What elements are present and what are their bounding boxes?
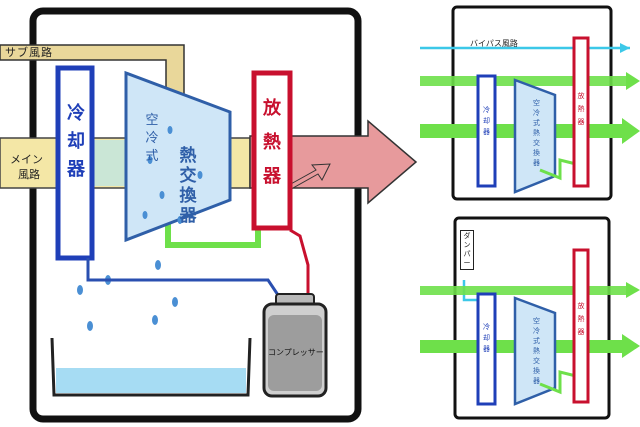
main-duct-label-1: メイン: [10, 153, 43, 166]
cooler-char-2: 却: [67, 131, 85, 152]
hx-char-3: 式: [145, 149, 159, 164]
bottom-cooler: [476, 292, 497, 406]
bottom-radiator-char-3: 器: [577, 328, 585, 336]
bottom-hx-char-3: 式: [533, 337, 540, 345]
top-radiator-char-3: 器: [577, 118, 585, 126]
top-hx-char-3: 式: [533, 119, 540, 127]
bottom-green-arrow-1: [420, 286, 630, 295]
bottom-radiator-char-1: 放: [577, 302, 585, 310]
hx-char-1: 空: [145, 113, 159, 128]
bottom-cooler-char-2: 却: [483, 334, 490, 342]
top-green-arrow-1: [420, 76, 630, 86]
top-hx-char-7: 器: [533, 159, 540, 167]
bottom-hx-label: 空 冷 式 熱 交 換 器: [530, 316, 543, 386]
radiator-char-1: 放: [263, 98, 281, 119]
sub-duct-label: サブ風路: [5, 46, 53, 59]
bottom-cooler-char-3: 器: [483, 345, 490, 353]
top-radiator: [572, 36, 590, 188]
bottom-hx-char-5: 交: [533, 357, 540, 365]
top-hx-char-6: 換: [533, 149, 540, 157]
compressor: [262, 293, 328, 398]
bottom-radiator: [572, 248, 590, 404]
top-hx-char-5: 交: [533, 139, 540, 147]
bottom-hx-char-4: 熱: [533, 347, 540, 355]
radiator-char-3: 器: [263, 166, 281, 187]
top-cooler-char-2: 却: [483, 117, 490, 125]
hx-char-4: 熱: [179, 146, 197, 166]
hx-label-line2: 熱 交 換 器: [178, 146, 198, 226]
radiator-char-2: 熱: [263, 132, 281, 153]
top-radiator-char-2: 熱: [577, 105, 585, 113]
hx-label-line1: 空 冷 式: [144, 112, 160, 166]
cooler-unit: [55, 65, 95, 261]
bottom-cooler-label: 冷 却 器: [480, 322, 493, 355]
cooler-char-3: 器: [67, 159, 85, 180]
heat-exchanger: [124, 70, 232, 243]
bottom-hx-char-7: 器: [533, 377, 540, 385]
radiator-unit: [251, 70, 293, 231]
top-cooler-char-3: 器: [483, 128, 490, 136]
cooler-char-1: 冷: [67, 103, 85, 124]
top-cooler-label: 冷 却 器: [480, 105, 493, 138]
radiator-label: 放 熱 器: [262, 92, 282, 194]
top-hx-char-4: 熱: [533, 129, 540, 137]
hx-char-6: 換: [179, 186, 197, 206]
refrigerant-line-red: [289, 228, 310, 300]
hx-char-7: 器: [179, 206, 197, 226]
bottom-hx-char-2: 冷: [533, 327, 540, 335]
top-hx-char-2: 冷: [533, 109, 540, 117]
top-hx-char-1: 空: [533, 99, 540, 107]
bottom-cooler-char-1: 冷: [483, 323, 490, 331]
damper-text: ダンパー: [463, 232, 471, 267]
bottom-hx-char-1: 空: [533, 317, 540, 325]
compressor-label: コンプレッサー: [268, 348, 324, 357]
bottom-radiator-label: 放 熱 器: [575, 300, 587, 339]
bottom-heat-exchanger: [513, 296, 557, 406]
bottom-hx-char-6: 換: [533, 367, 540, 375]
green-pipe: [165, 220, 261, 248]
bypass-label: バイパス風路: [470, 39, 518, 48]
hx-char-2: 冷: [145, 131, 159, 146]
top-hx-label: 空 冷 式 熱 交 換 器: [530, 98, 543, 168]
damper-label: ダンパー: [460, 230, 474, 270]
top-cooler-char-1: 冷: [483, 106, 490, 114]
top-radiator-char-1: 放: [577, 92, 585, 100]
bottom-radiator-char-2: 熱: [577, 315, 585, 323]
refrigerant-line-blue: [86, 258, 282, 299]
main-duct-label-2: 風路: [18, 168, 40, 181]
cooler-label: 冷 却 器: [66, 100, 86, 184]
top-cooler: [476, 74, 497, 188]
tray-water: [56, 368, 246, 393]
hx-char-5: 交: [179, 166, 197, 186]
top-radiator-label: 放 熱 器: [575, 90, 587, 129]
